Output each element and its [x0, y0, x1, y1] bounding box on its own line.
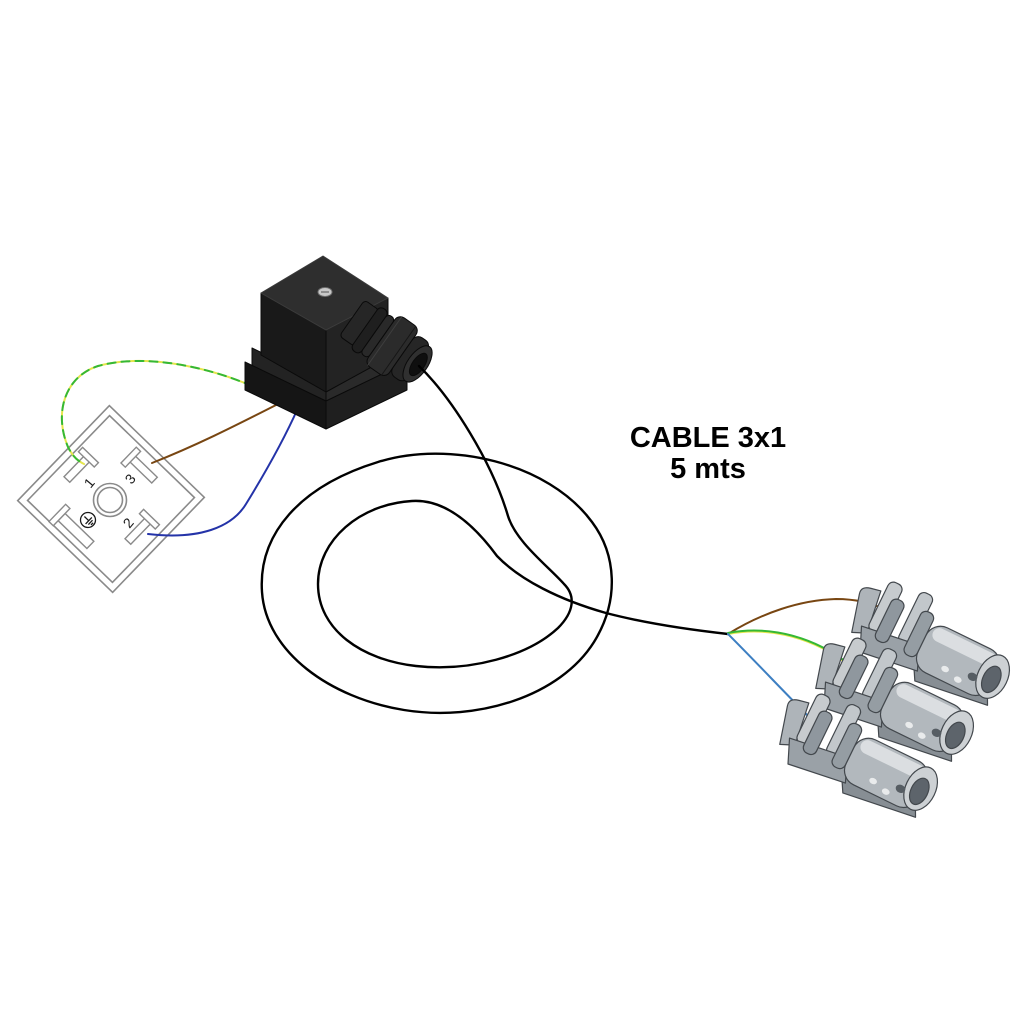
pin1-slot	[63, 446, 100, 484]
blue-wire-left	[147, 407, 299, 537]
pin2-slot	[124, 508, 161, 546]
cable-outer-loop	[260, 452, 613, 714]
center-bore-inner	[96, 486, 124, 514]
cable-label-line2: 5 mts	[670, 453, 746, 485]
pin-diagram-frame-inner	[26, 414, 196, 584]
earth-wire-left-yellow	[60, 360, 253, 465]
center-bore-outer	[92, 482, 128, 518]
pin-diagram-frame-outer	[16, 404, 206, 594]
pin1-label: 1	[81, 475, 98, 491]
brown-wire-left	[151, 399, 287, 464]
earth-ground-icon	[79, 511, 97, 529]
pin3-slot	[119, 446, 159, 484]
connector-base-right	[325, 361, 408, 430]
ground-slot	[47, 503, 95, 550]
screw-icon	[317, 287, 333, 297]
coiled-cable	[260, 364, 730, 714]
cable-label: CABLE 3x1 5 mts	[630, 422, 786, 485]
pin-diagram: 1 3 2	[16, 404, 206, 594]
din-connector	[244, 255, 433, 430]
cable-gland	[340, 301, 433, 383]
cable-label-line1: CABLE 3x1	[630, 422, 786, 454]
pin3-label: 3	[122, 471, 139, 487]
earth-wire-left-green	[60, 360, 253, 465]
left-wires	[60, 360, 299, 537]
cable-run	[316, 364, 730, 669]
